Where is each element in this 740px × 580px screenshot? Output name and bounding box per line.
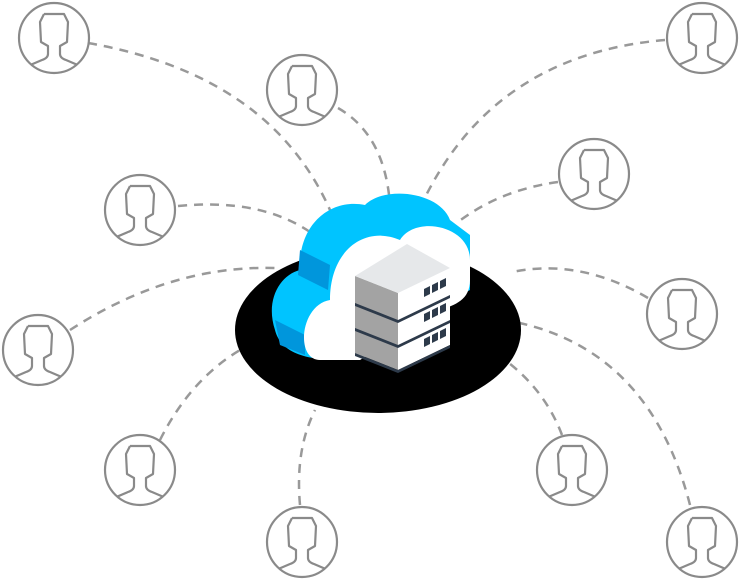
server-stack-icon [355, 244, 450, 373]
server-light [424, 336, 430, 347]
user-avatar-icon [265, 505, 339, 579]
user-avatar-icon [103, 433, 177, 507]
connector-line [457, 180, 559, 223]
connector-line [337, 106, 392, 206]
connector-line [69, 266, 276, 332]
user-avatar-icon [557, 137, 631, 211]
user-avatar-icon [645, 277, 719, 351]
connector-line [158, 348, 241, 441]
user-avatar-icon [665, 1, 739, 75]
connector-line [504, 359, 564, 436]
server-light [432, 307, 438, 318]
server-light [440, 303, 446, 314]
connectors [69, 38, 692, 506]
user-avatar-icon [17, 1, 91, 75]
server-light [432, 282, 438, 293]
user-avatar-icon [665, 505, 739, 579]
user-avatar-icon [1, 313, 75, 387]
connector-line [511, 267, 649, 300]
connector-line [87, 41, 332, 211]
server-light [440, 278, 446, 289]
server-light [424, 311, 430, 322]
connector-line [297, 409, 317, 506]
server-light [432, 332, 438, 343]
user-avatar-icon [103, 173, 177, 247]
connector-line [514, 320, 692, 506]
server-light [440, 328, 446, 339]
user-avatar-icon [535, 433, 609, 507]
user-avatar-icon [265, 53, 339, 127]
connector-line [177, 203, 311, 234]
server-light [424, 286, 430, 297]
